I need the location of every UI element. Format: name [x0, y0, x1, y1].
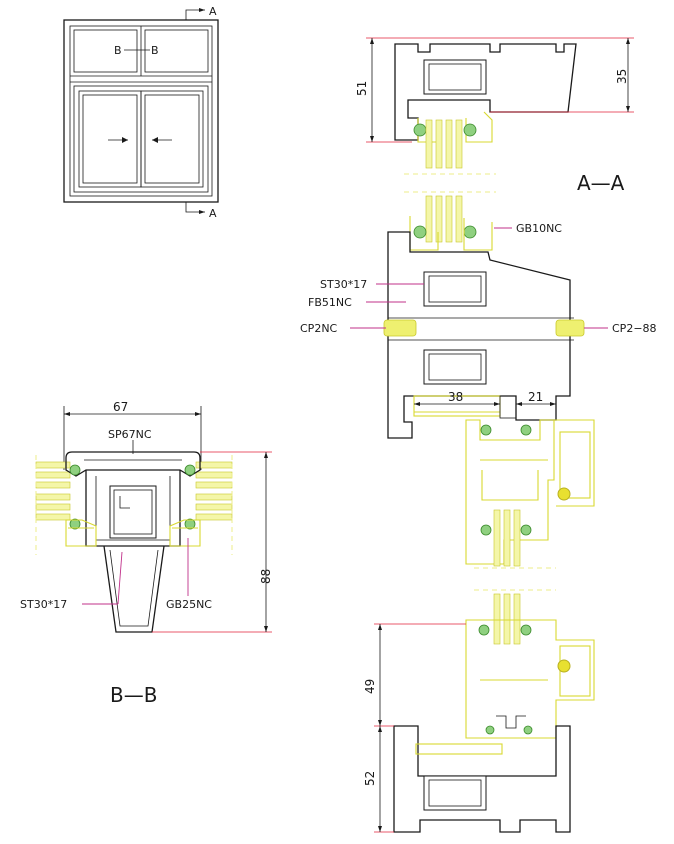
bb-mullion-label: SP67NC — [108, 428, 152, 441]
aa-gap-dim: 21 — [528, 390, 543, 404]
aa-top-total-dim: 51 — [355, 81, 369, 96]
aa-bottom-frame-dim: 52 — [363, 771, 377, 786]
bb-bead-label: GB25NC — [166, 598, 212, 611]
bb-title: B—B — [110, 683, 157, 707]
aa-bead-label: GB10NC — [516, 222, 562, 235]
vertical-section — [350, 37, 634, 833]
mullion-section — [35, 406, 272, 633]
aa-title: A—A — [577, 171, 625, 195]
bb-width-dim: 67 — [113, 400, 128, 414]
bb-height-dim: 88 — [259, 569, 273, 584]
transom-mark-left: B — [114, 44, 122, 57]
aa-sash-width-dim: 38 — [448, 390, 463, 404]
bb-steel-label: ST30*17 — [20, 598, 67, 611]
transom-mark-right: B — [151, 44, 159, 57]
aa-top-frame-dim: 35 — [615, 69, 629, 84]
aa-bottom-sash-dim: 49 — [363, 679, 377, 694]
aa-steel-label: ST30*17 — [320, 278, 367, 291]
aa-gasket-right-label: CP2−88 — [612, 322, 657, 335]
section-mark-top: A — [209, 5, 217, 18]
aa-frame-label: FB51NC — [308, 296, 352, 309]
aa-gasket-left-label: CP2NC — [300, 322, 338, 335]
window-elevation — [63, 8, 219, 214]
section-mark-bottom: A — [209, 207, 217, 220]
